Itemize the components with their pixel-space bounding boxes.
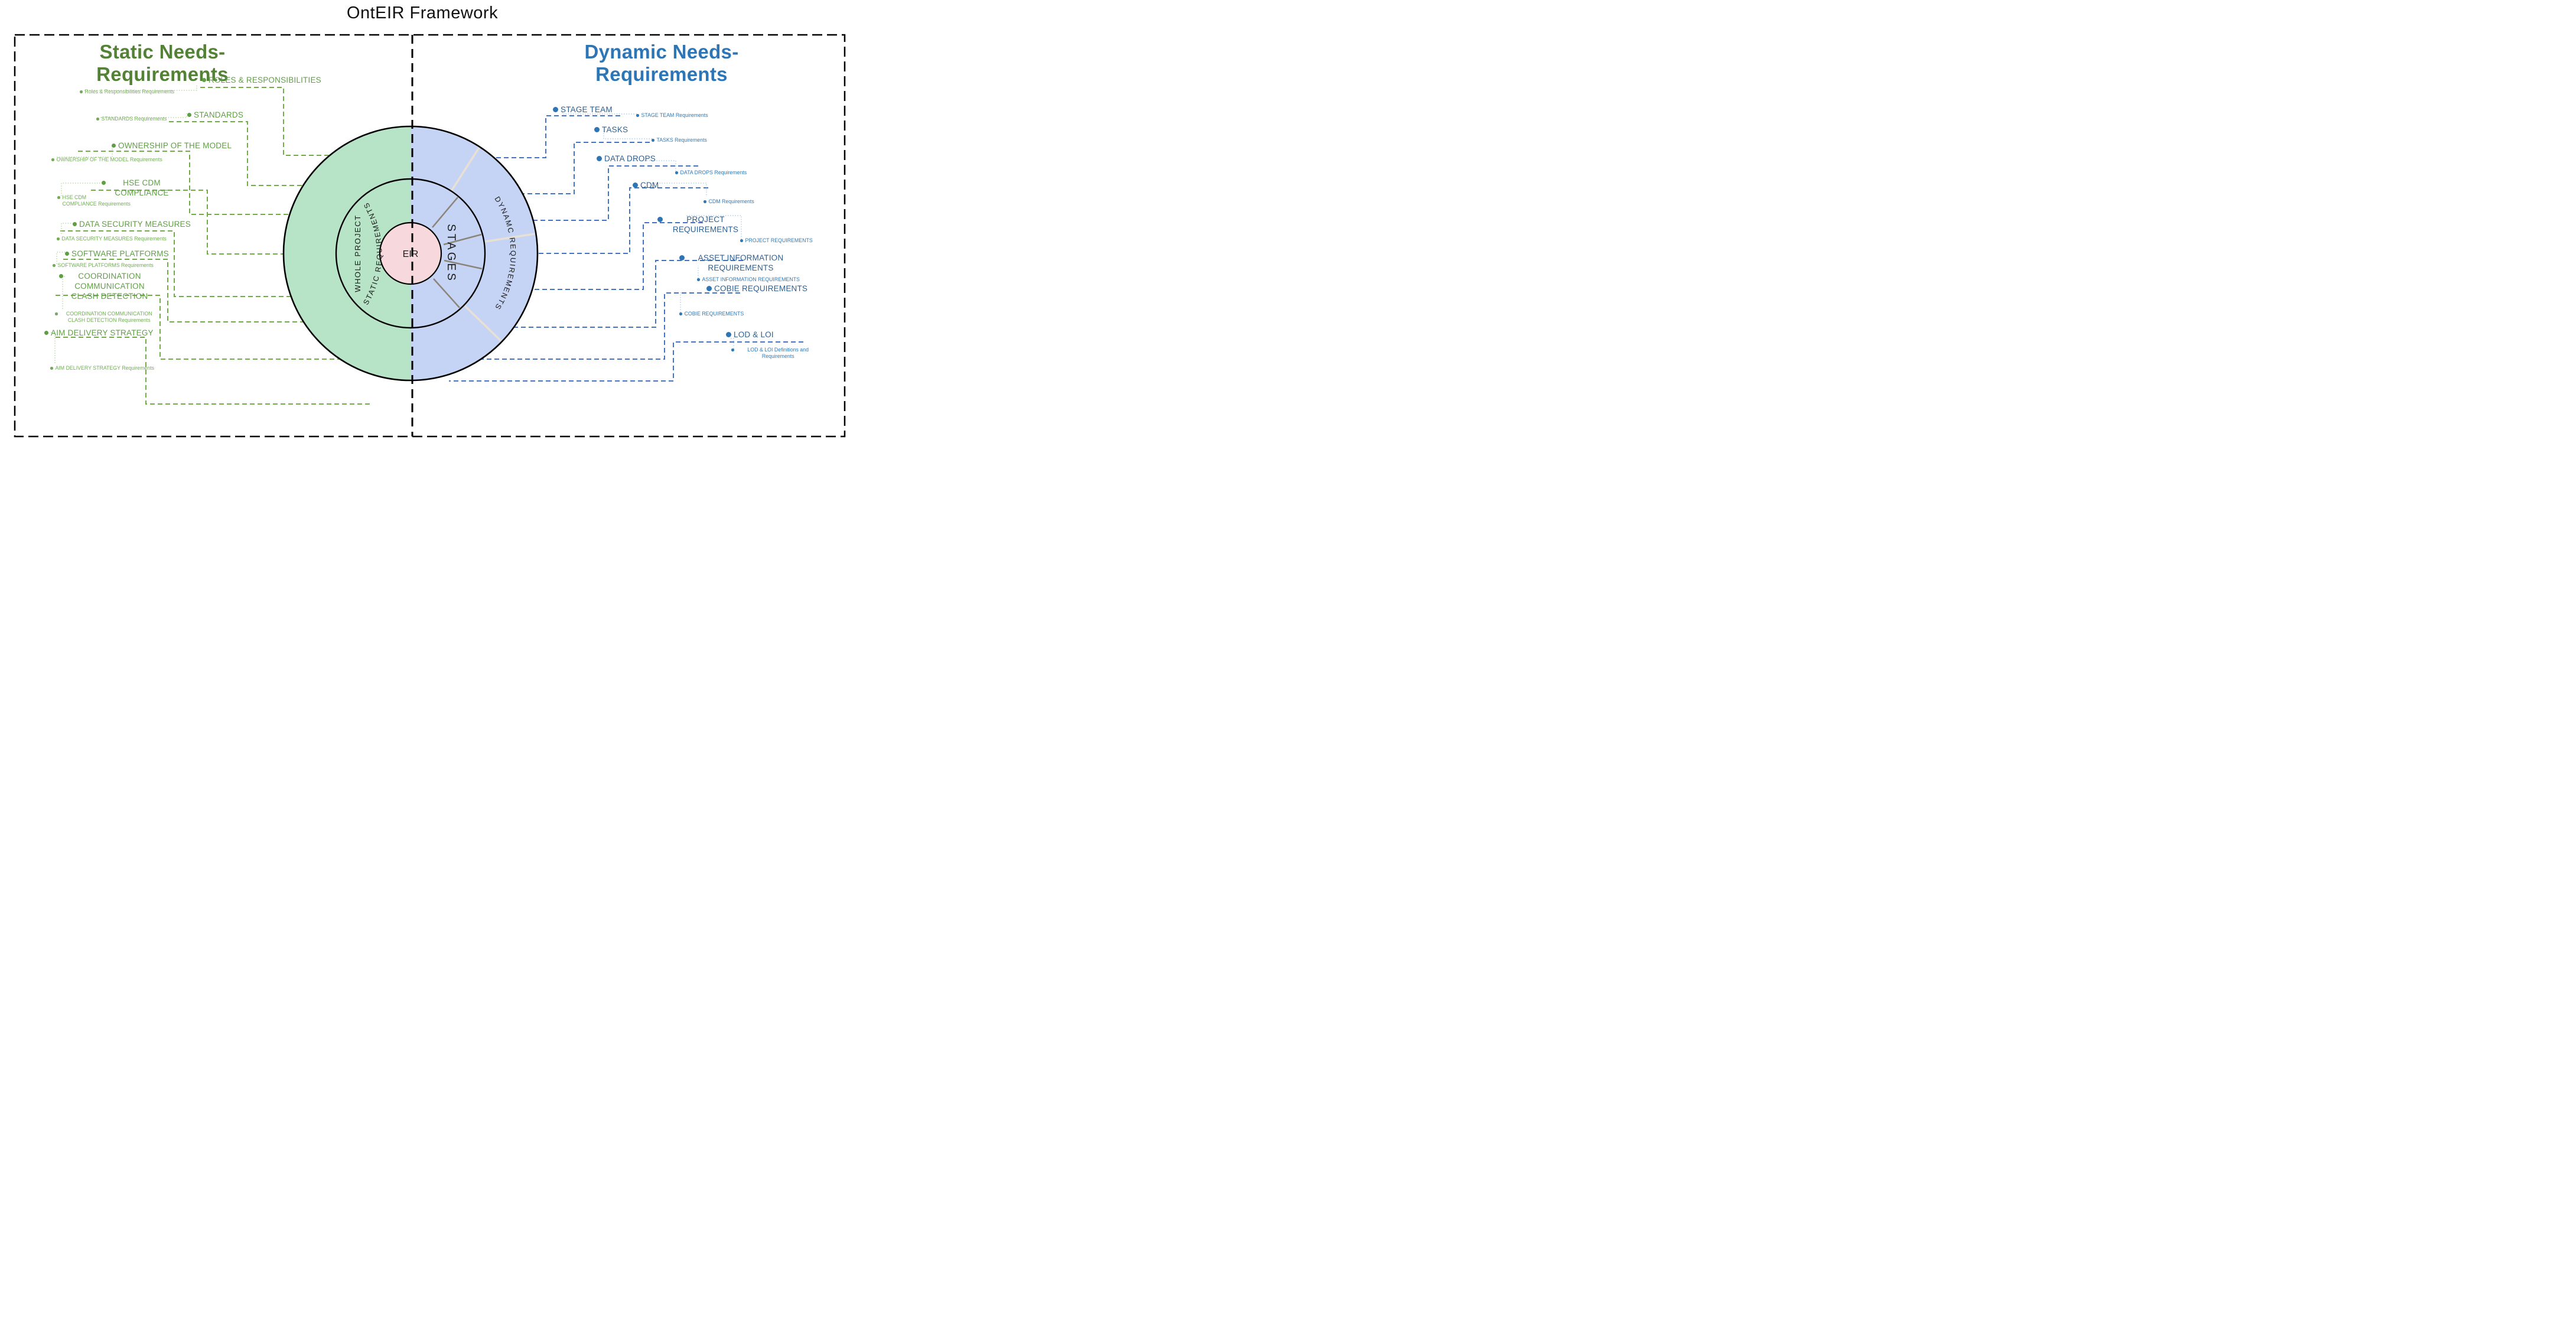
- bullet-icon: [697, 278, 700, 281]
- stage-dividers-outer: [451, 147, 535, 342]
- bullet-icon: [50, 367, 53, 370]
- bullet-icon: [80, 90, 83, 93]
- label-data-drops: DATA DROPS: [597, 154, 656, 164]
- label-stage-team: STAGE TEAM: [553, 105, 613, 115]
- static-sub-connectors: [50, 84, 197, 363]
- sublabel-roles-responsibilities-requirements: Roles & Responsibilities Requirements: [80, 89, 174, 95]
- sublabel-tasks-requirements: TASKS Requirements: [652, 137, 707, 144]
- outer-ring-outline: [282, 125, 539, 382]
- whole-project-text: WHOLE PROJECT: [353, 214, 362, 292]
- eir-text: EIR: [403, 249, 419, 259]
- middle-ring-outline: [335, 178, 486, 329]
- eir-core-circle: [379, 221, 442, 285]
- bullet-icon: [731, 348, 734, 351]
- bullet-icon: [112, 144, 116, 148]
- bullet-icon: [652, 139, 654, 142]
- bullet-icon: [706, 286, 712, 291]
- sublabel-project-requirements: PROJECT REQUIREMENTS: [740, 237, 813, 244]
- dynamic-connectors: [449, 115, 803, 382]
- sublabel-coordination-requirements: COORDINATION COMMUNICATION CLASH DETECTI…: [55, 311, 158, 324]
- diagram-border: [14, 34, 846, 438]
- diagram-title: OntEIR Framework: [346, 4, 499, 22]
- sublabel-stage-team-requirements: STAGE TEAM Requirements: [636, 112, 708, 119]
- static-heading: Static Needs-Requirements: [96, 41, 229, 85]
- bullet-icon: [633, 183, 638, 188]
- label-coordination-communication-clash-detection: COORDINATION COMMUNICATION CLASH DETECTI…: [59, 271, 154, 301]
- sublabel-ownership-requirements: OWNERSHIP OF THE MODEL Requirements: [51, 157, 162, 163]
- bullet-icon: [704, 200, 706, 203]
- static-connectors: [56, 87, 370, 405]
- stage-dividers-middle: [432, 197, 483, 308]
- bullet-icon: [657, 217, 663, 222]
- bullet-icon: [187, 113, 191, 117]
- stages-text: STAGES: [445, 224, 457, 283]
- sublabel-cobie-requirements: COBIE REQUIREMENTS: [679, 311, 744, 317]
- bullet-icon: [53, 264, 56, 267]
- bullet-icon: [44, 331, 48, 335]
- bullet-icon: [675, 171, 678, 174]
- bullet-icon: [679, 255, 685, 260]
- framework-diagram-canvas: STATIC REQUIREMENTS DYNAMC REQUIREMENTS …: [14, 34, 846, 438]
- bullet-icon: [59, 274, 63, 278]
- label-asset-information-requirements: ASSET INFORMATION REQUIREMENTS: [679, 253, 794, 273]
- label-hse-cdm-compliance: HSE CDM COMPLIANCE: [102, 178, 175, 198]
- label-lod-loi: LOD & LOI: [726, 330, 774, 340]
- dynamic-heading: Dynamic Needs- Requirements: [584, 41, 739, 85]
- sublabel-data-drops-requirements: DATA DROPS Requirements: [675, 170, 747, 176]
- sublabel-software-platforms-requirements: SOFTWARE PLATFORMS Requirements: [53, 262, 154, 269]
- bullet-icon: [57, 196, 60, 199]
- sublabel-data-security-requirements: DATA SECURITY MEASURES Requirements: [57, 236, 167, 242]
- bullet-icon: [96, 118, 99, 120]
- bullet-icon: [51, 158, 54, 161]
- bullet-icon: [102, 181, 106, 185]
- bullet-icon: [740, 239, 743, 242]
- dynamic-half-ring: [411, 126, 538, 380]
- sublabel-asset-information-requirements: ASSET INFORMATION REQUIREMENTS: [697, 276, 800, 283]
- bullet-icon: [594, 127, 600, 132]
- label-roles-responsibilities: ROLES & RESPONSIBILITIES: [202, 75, 321, 85]
- bullet-icon: [636, 114, 639, 117]
- label-ownership-of-the-model: OWNERSHIP OF THE MODEL: [112, 141, 232, 151]
- label-software-platforms: SOFTWARE PLATFORMS: [65, 249, 169, 259]
- label-cobie-requirements: COBIE REQUIREMENTS: [706, 284, 807, 294]
- central-rings: STATIC REQUIREMENTS DYNAMC REQUIREMENTS …: [282, 125, 539, 382]
- bullet-icon: [553, 107, 558, 112]
- label-project-requirements: PROJECT REQUIREMENTS: [657, 214, 746, 234]
- label-standards: STANDARDS: [187, 110, 243, 120]
- bullet-icon: [65, 252, 69, 256]
- sublabel-aim-delivery-requirements: AIM DELIVERY STRATEGY Requirements: [50, 365, 154, 372]
- label-aim-delivery-strategy: AIM DELIVERY STRATEGY: [44, 328, 154, 338]
- label-tasks: TASKS: [594, 125, 628, 135]
- sublabel-lod-loi-definitions-requirements: LOD & LOI Definitions and Requirements: [731, 347, 820, 360]
- bullet-icon: [679, 312, 682, 315]
- bullet-icon: [202, 78, 206, 82]
- bullet-icon: [597, 156, 602, 161]
- bullet-icon: [73, 222, 77, 226]
- sublabel-standards-requirements: STANDARDS Requirements: [96, 116, 167, 122]
- bullet-icon: [57, 237, 60, 240]
- label-cdm: CDM: [633, 180, 659, 190]
- sublabel-hse-cdm-requirements: HSE CDM COMPLIANCE Requirements: [57, 194, 131, 207]
- sublabel-cdm-requirements: CDM Requirements: [704, 198, 754, 205]
- onteir-framework-diagram: OntEIR Framework: [0, 0, 851, 442]
- dynamic-sub-connectors: [562, 109, 742, 348]
- label-data-security-measures: DATA SECURITY MEASURES: [73, 219, 191, 229]
- bullet-icon: [55, 312, 58, 315]
- bullet-icon: [726, 332, 731, 337]
